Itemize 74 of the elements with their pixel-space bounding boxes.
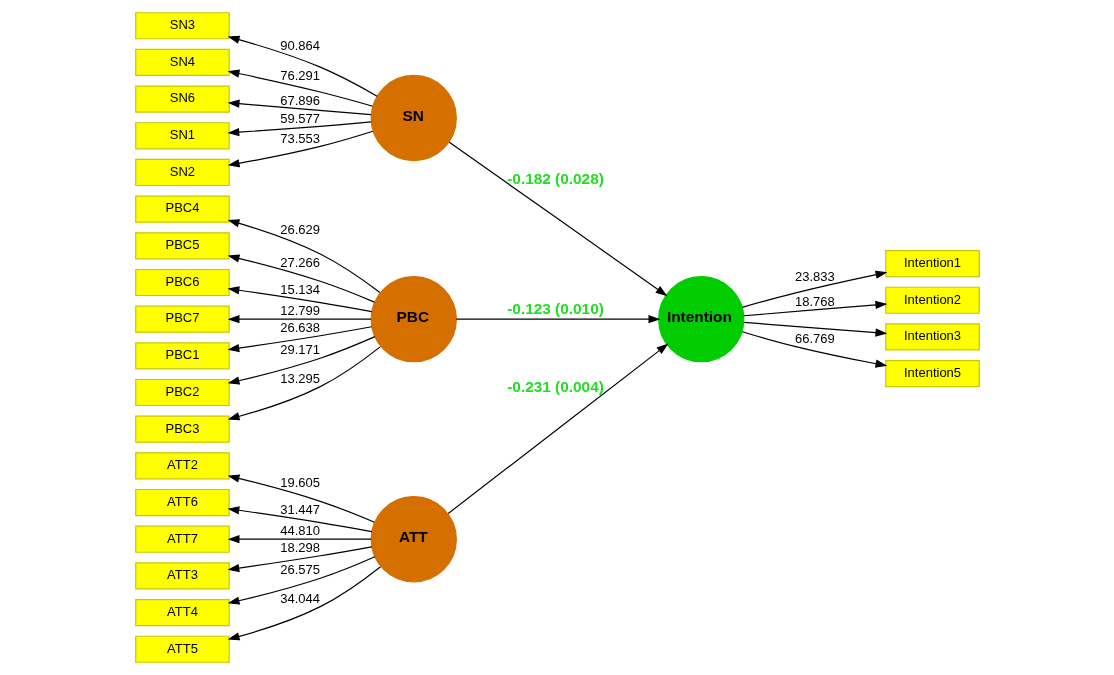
edge-label: 26.629	[279, 221, 320, 237]
arrow	[742, 300, 887, 317]
node-box: Intention2	[884, 286, 980, 314]
arrow	[226, 121, 372, 137]
edge-label: 27.266	[279, 254, 320, 270]
arrow	[227, 219, 380, 294]
arrow	[227, 535, 372, 544]
arrow	[227, 506, 372, 533]
node-box: SN3	[134, 12, 230, 40]
node-circle: PBC	[370, 276, 457, 363]
node-box: PBC6	[134, 268, 230, 297]
node-box: SN6	[134, 85, 230, 113]
arrow	[227, 130, 373, 168]
arrow	[448, 141, 667, 297]
arrow	[447, 343, 668, 515]
node-box: Intention5	[884, 360, 980, 388]
node-box: SN1	[134, 122, 230, 150]
arrow	[226, 326, 372, 353]
edge-label: 18.768	[794, 293, 835, 309]
node-box: PBC2	[134, 378, 230, 407]
node-circle: ATT	[370, 496, 457, 583]
node-box: PBC3	[134, 415, 230, 443]
edge-label: 34.044	[279, 590, 320, 606]
edge-label: -0.231 (0.004)	[506, 377, 604, 395]
arrow	[226, 286, 372, 313]
arrow	[227, 474, 375, 523]
node-box: PBC7	[134, 305, 230, 333]
node-box: ATT4	[134, 598, 230, 627]
edge-label: 13.295	[279, 370, 320, 386]
edge-label: 44.810	[279, 523, 320, 539]
edge-label: 66.769	[794, 330, 835, 346]
node-box: ATT7	[134, 525, 230, 553]
edge-label: 15.134	[279, 282, 320, 298]
edge-label: 23.833	[794, 269, 835, 285]
edge-label: 76.291	[279, 67, 320, 83]
edge-label: 26.638	[279, 319, 320, 335]
arrow	[742, 321, 887, 337]
node-box: ATT6	[134, 488, 230, 517]
edge-label: 59.577	[279, 110, 320, 126]
edge-label: 19.605	[279, 474, 320, 490]
arrow	[227, 315, 372, 324]
arrow	[227, 99, 372, 116]
edge-label: 18.298	[279, 539, 320, 555]
arrow	[227, 546, 372, 573]
node-box: Intention3	[884, 323, 980, 351]
arrow	[227, 336, 375, 385]
edge-label: 31.447	[279, 502, 320, 518]
node-box: ATT3	[134, 562, 230, 590]
node-box: PBC5	[134, 232, 230, 260]
arrow	[227, 35, 378, 97]
edge-label: 67.896	[279, 92, 320, 108]
node-circle: SN	[370, 74, 457, 162]
edge-label: 12.799	[279, 303, 320, 319]
edge-label: 26.575	[279, 562, 320, 578]
node-box: Intention1	[884, 249, 980, 278]
arrow	[227, 556, 375, 605]
node-box: SN2	[134, 158, 230, 187]
edge-label: 73.553	[279, 130, 320, 146]
arrow	[227, 69, 373, 107]
arrow	[227, 566, 381, 641]
arrow	[741, 270, 887, 308]
edge-label: -0.123 (0.010)	[506, 299, 604, 317]
edge-label: 29.171	[279, 342, 320, 358]
node-box: PBC4	[134, 195, 230, 223]
node-box: ATT5	[134, 635, 230, 663]
edge-label: -0.182 (0.028)	[506, 169, 604, 187]
arrow	[227, 346, 381, 421]
arrow	[455, 315, 660, 324]
arrow	[227, 254, 375, 303]
node-box: ATT2	[134, 452, 230, 480]
arrow	[741, 331, 887, 368]
edge-label: 90.864	[279, 38, 320, 54]
node-box: PBC1	[134, 342, 230, 370]
node-box: SN4	[134, 48, 230, 77]
